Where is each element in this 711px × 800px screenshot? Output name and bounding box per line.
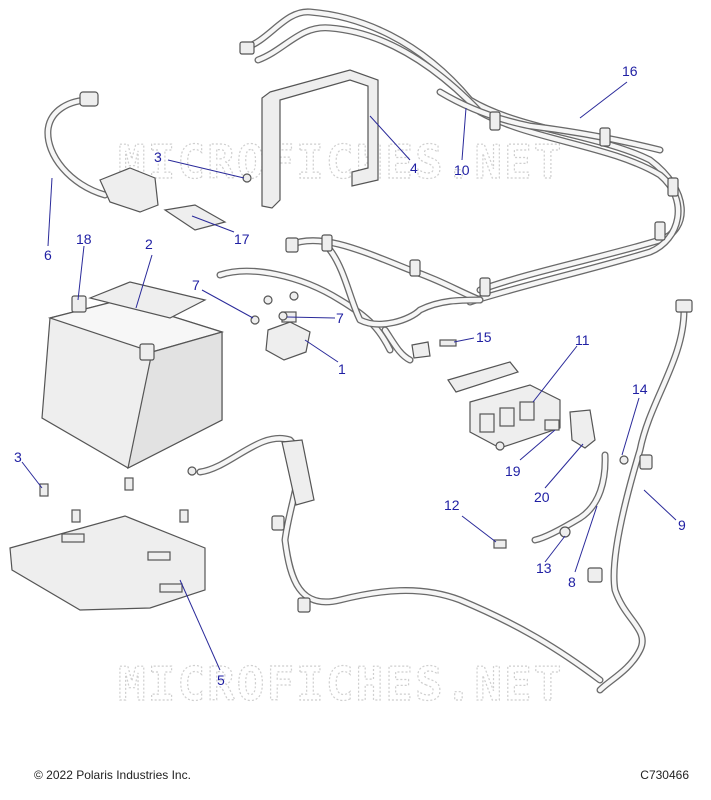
- battery-bracket: [261, 69, 379, 209]
- screw-extra-2: [263, 295, 273, 305]
- starter-solenoid: [265, 311, 311, 361]
- callout-16: 16: [622, 63, 638, 79]
- figure-code: C730466: [640, 768, 689, 782]
- callout-2: 2: [145, 236, 153, 252]
- battery: [41, 281, 225, 470]
- leader-lines: [21, 81, 677, 671]
- bolt-15: [439, 339, 457, 347]
- fuse-box: [469, 384, 561, 449]
- callout-19: 19: [505, 463, 521, 479]
- callout-1: 1: [338, 361, 346, 377]
- nut-7b: [278, 311, 288, 321]
- positive-cable: [44, 91, 159, 213]
- callouts: 1 2 3 3 4 5 6 7 7 8 9 10 11 12 13 14 15 …: [14, 63, 686, 688]
- nut-14: [619, 455, 629, 465]
- callout-6: 6: [44, 247, 52, 263]
- battery-tray: [9, 515, 206, 611]
- callout-17: 17: [234, 231, 250, 247]
- bolt-3e: [179, 509, 189, 523]
- callout-9: 9: [678, 517, 686, 533]
- nut-13: [559, 526, 571, 538]
- screw-extra: [289, 291, 299, 301]
- callout-4: 4: [410, 160, 418, 176]
- callout-8: 8: [568, 574, 576, 590]
- callout-15: 15: [476, 329, 492, 345]
- bolt-3b: [39, 483, 49, 497]
- negative-cable: [587, 299, 693, 694]
- bolt-3c: [71, 509, 81, 523]
- screw-19: [495, 441, 505, 451]
- clip-mount: [411, 341, 431, 359]
- callout-5: 5: [217, 672, 225, 688]
- ring-terminal: [187, 466, 197, 476]
- screw-3a: [242, 173, 252, 183]
- callout-7b: 7: [336, 310, 344, 326]
- copyright-notice: © 2022 Polaris Industries Inc.: [34, 768, 191, 782]
- callout-11: 11: [575, 332, 590, 348]
- callout-13: 13: [536, 560, 552, 576]
- callout-20: 20: [534, 489, 550, 505]
- callout-10: 10: [454, 162, 470, 178]
- watermark-top: MICROFICHES.NET: [118, 135, 563, 189]
- callout-12: 12: [444, 497, 460, 513]
- ground-harness: [196, 434, 604, 684]
- bolt-12: [493, 539, 507, 549]
- callout-3b: 3: [14, 449, 22, 465]
- watermark-bottom: MICROFICHES.NET: [118, 657, 563, 711]
- main-harness: [216, 8, 685, 364]
- callout-3a: 3: [154, 149, 162, 165]
- bracket-20: [569, 409, 596, 449]
- bolt-3d: [124, 477, 134, 491]
- callout-7a: 7: [192, 277, 200, 293]
- fuse-plate: [447, 361, 520, 393]
- callout-18: 18: [76, 231, 92, 247]
- callout-14: 14: [632, 381, 648, 397]
- cable-8: [531, 451, 609, 544]
